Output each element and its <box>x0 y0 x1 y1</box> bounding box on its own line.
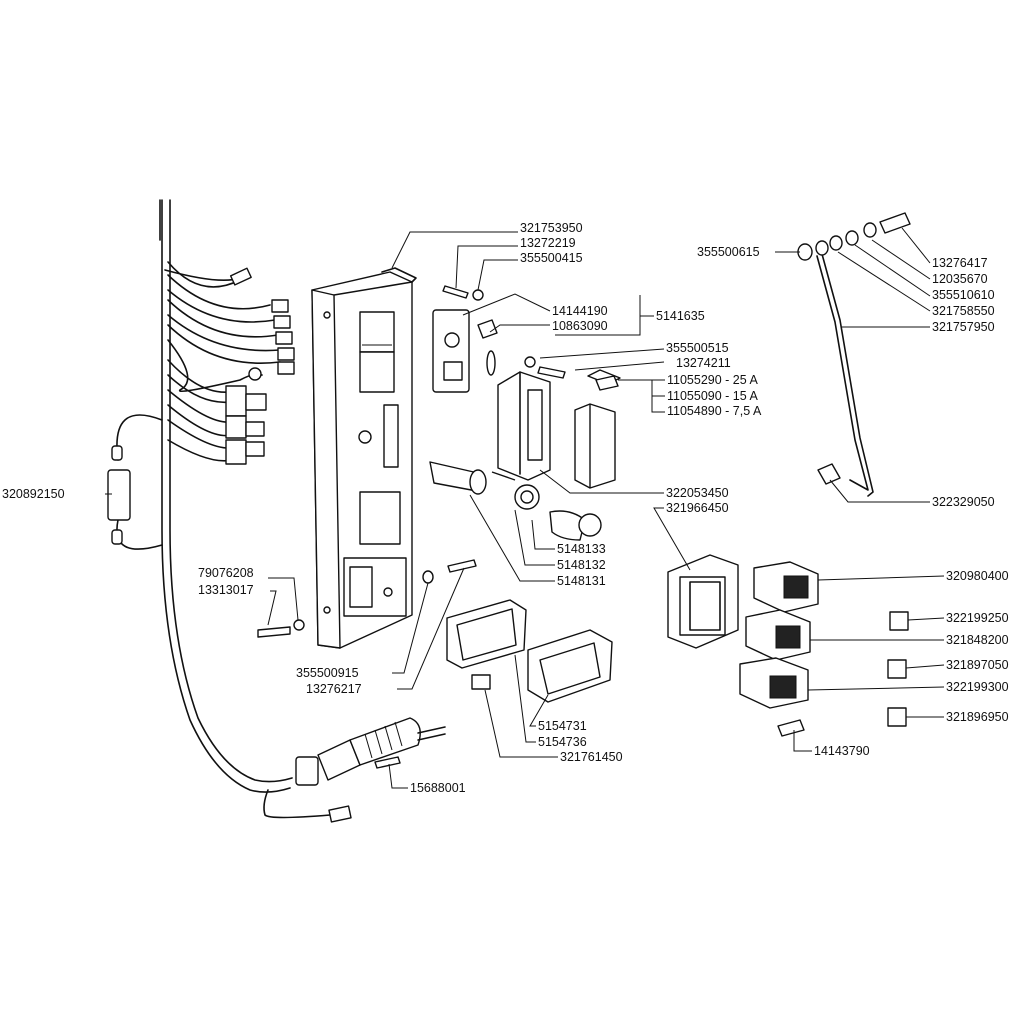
label-79076208: 79076208 <box>198 566 254 580</box>
fuse-box <box>497 356 621 489</box>
label-11055290-25a: 11055290 - 25 A <box>667 373 758 387</box>
label-13276417: 13276417 <box>932 256 988 270</box>
label-320892150: 320892150 <box>2 487 65 501</box>
label-321757950: 321757950 <box>932 320 995 334</box>
label-13272219: 13272219 <box>520 236 576 250</box>
ashtray-assembly <box>446 599 613 703</box>
label-322199250: 322199250 <box>946 611 1009 625</box>
label-320980400: 320980400 <box>946 569 1009 583</box>
cigar-lighter <box>429 461 602 541</box>
part-labels: 321753950 13272219 355500415 14144190 10… <box>2 221 1009 795</box>
panel-fasteners <box>257 285 484 769</box>
label-321897050: 321897050 <box>946 658 1009 672</box>
label-10863090: 10863090 <box>552 319 608 333</box>
support-rod <box>797 212 911 497</box>
label-13276217: 13276217 <box>306 682 362 696</box>
label-5148132: 5148132 <box>557 558 606 572</box>
connector-pin <box>777 719 805 737</box>
label-322329050: 322329050 <box>932 495 995 509</box>
label-322199300: 322199300 <box>946 680 1009 694</box>
label-5154731: 5154731 <box>538 719 587 733</box>
label-13274211: 13274211 <box>676 356 731 370</box>
label-13313017: 13313017 <box>198 583 254 597</box>
label-321761450: 321761450 <box>560 750 623 764</box>
leader-lines <box>105 227 945 789</box>
label-5141635: 5141635 <box>656 309 705 323</box>
label-355500515: 355500515 <box>666 341 729 355</box>
label-321753950: 321753950 <box>520 221 583 235</box>
label-14143790: 14143790 <box>814 744 870 758</box>
label-5154736: 5154736 <box>538 735 587 749</box>
label-15688001: 15688001 <box>410 781 466 795</box>
label-321758550: 321758550 <box>932 304 995 318</box>
label-5148133: 5148133 <box>557 542 606 556</box>
label-11055090-15a: 11055090 - 15 A <box>667 389 758 403</box>
gauge-unit <box>432 309 498 393</box>
rocker-switches <box>739 561 819 709</box>
label-14144190: 14144190 <box>552 304 608 318</box>
label-11054890-7-5a: 11054890 - 7,5 A <box>667 404 762 418</box>
label-321966450: 321966450 <box>666 501 729 515</box>
wiring-harness <box>107 199 446 823</box>
switch-frame <box>667 554 739 649</box>
main-dash-panel <box>311 267 417 649</box>
label-355500415: 355500415 <box>520 251 583 265</box>
label-12035670: 12035670 <box>932 272 988 286</box>
switch-symbols <box>887 611 909 727</box>
label-5148131: 5148131 <box>557 574 606 588</box>
label-355510610: 355510610 <box>932 288 995 302</box>
label-355500915: 355500915 <box>296 666 359 680</box>
label-321848200: 321848200 <box>946 633 1009 647</box>
label-321896950: 321896950 <box>946 710 1009 724</box>
label-322053450: 322053450 <box>666 486 729 500</box>
label-355500615: 355500615 <box>697 245 760 259</box>
